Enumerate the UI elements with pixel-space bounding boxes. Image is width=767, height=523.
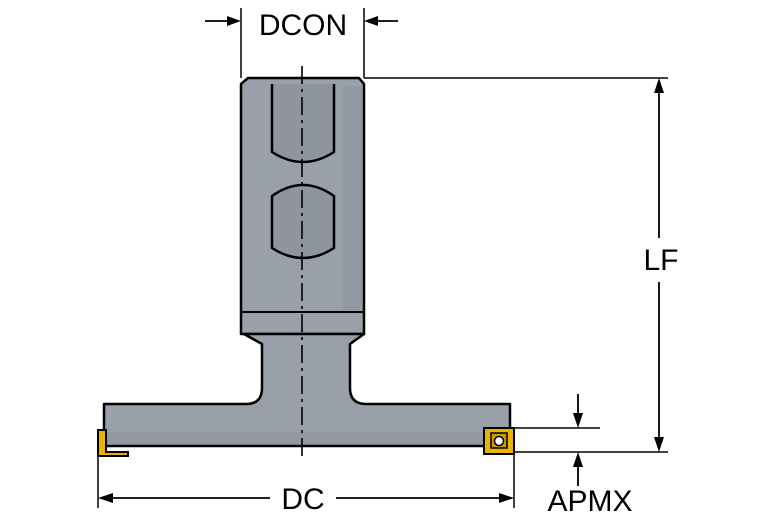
dim-apmx: APMX <box>514 394 633 518</box>
lf-arrow-up-icon <box>654 78 664 93</box>
dcon-arrow-right-icon <box>364 16 378 26</box>
shank-shade <box>343 86 362 310</box>
dcon-arrow-left-icon <box>227 16 241 26</box>
insert-screw-icon <box>493 435 505 447</box>
dcon-label: DCON <box>259 9 347 42</box>
lower-clamping-flat <box>270 183 336 260</box>
dim-dc: DC <box>97 454 515 516</box>
lf-arrow-down-icon <box>654 437 664 452</box>
dim-lf: LF <box>364 77 679 453</box>
right-insert <box>483 427 515 455</box>
upper-clamping-flat <box>270 84 336 164</box>
apmx-label: APMX <box>547 485 632 518</box>
neck-and-flange <box>102 332 512 448</box>
dim-dcon: DCON <box>205 8 398 78</box>
flange-shade <box>106 432 508 444</box>
dc-label: DC <box>281 483 324 516</box>
dc-arrow-right-icon <box>499 493 514 503</box>
lf-label: LF <box>643 244 678 277</box>
apmx-arrow-up-icon <box>573 452 583 467</box>
tool-body <box>97 66 515 458</box>
dc-arrow-left-icon <box>98 493 113 503</box>
apmx-arrow-down-icon <box>573 413 583 428</box>
